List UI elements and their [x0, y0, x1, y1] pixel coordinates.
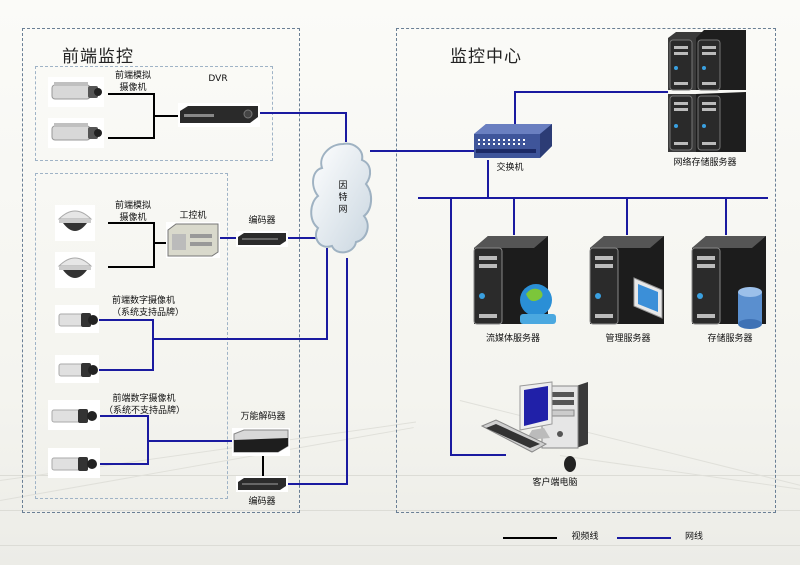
network-line	[152, 319, 154, 371]
background-line	[0, 545, 800, 546]
monitoring-center-section	[396, 28, 776, 513]
network-line	[626, 197, 628, 235]
network-line	[514, 91, 668, 93]
switch-label: 交换机	[496, 163, 524, 173]
dome-camera-icon[interactable]	[55, 205, 95, 241]
legend-video-line-swatch	[503, 537, 557, 539]
encoder-icon[interactable]	[236, 231, 288, 247]
encoder-label: 编码器	[248, 497, 276, 507]
media-server-label: 流媒体服务器	[485, 334, 540, 344]
digital-camera-icon[interactable]	[55, 305, 99, 333]
client-computer-label: 客户端电脑	[532, 478, 578, 488]
network-line	[152, 338, 328, 340]
network-line	[258, 112, 346, 114]
network-line	[514, 91, 516, 127]
network-line	[97, 415, 149, 417]
network-line	[286, 237, 316, 239]
digital-camera-icon[interactable]	[55, 355, 99, 383]
analog-camera-icon[interactable]	[48, 118, 104, 148]
network-line	[450, 454, 506, 456]
video-line	[108, 222, 154, 224]
network-line	[288, 483, 348, 485]
network-line	[97, 463, 149, 465]
network-line	[370, 150, 475, 152]
industrial-pc-label: 工控机	[179, 211, 207, 221]
network-line	[147, 440, 233, 442]
analog-camera-label: 前端模拟 摄像机	[114, 201, 151, 223]
front-monitoring-section	[22, 28, 300, 513]
network-storage-server-icon[interactable]	[664, 28, 750, 156]
encoder-label: 编码器	[248, 216, 276, 226]
network-line	[450, 197, 452, 455]
management-server-label: 管理服务器	[605, 334, 651, 344]
client-computer-icon[interactable]	[480, 380, 612, 476]
internet-label: 因 特 网	[338, 181, 348, 215]
dome-camera-icon[interactable]	[55, 252, 95, 288]
management-server-icon[interactable]	[586, 234, 672, 330]
network-line	[487, 160, 489, 198]
network-line	[326, 248, 328, 340]
storage-server-icon[interactable]	[688, 234, 774, 330]
video-line	[108, 266, 154, 268]
switch-icon[interactable]	[470, 122, 554, 162]
network-bus	[418, 197, 768, 199]
universal-decoder-label: 万能解码器	[240, 412, 286, 422]
digital-camera-icon[interactable]	[48, 400, 100, 430]
dvr-label: DVR	[208, 74, 228, 84]
video-line	[108, 137, 154, 139]
background-line	[0, 510, 800, 511]
universal-decoder-icon[interactable]	[232, 428, 290, 456]
network-storage-server-label: 网络存储服务器	[673, 158, 737, 168]
analog-camera-label: 前端模拟 摄像机	[114, 71, 151, 93]
digital-camera-supported-label: 前端数字摄像机 （系统支持品牌）	[112, 296, 185, 318]
analog-camera-icon[interactable]	[48, 77, 104, 107]
network-line	[220, 237, 238, 239]
network-line	[97, 319, 153, 321]
legend-network-line-swatch	[617, 537, 671, 539]
legend-network-line-label: 网线	[684, 532, 703, 542]
network-line	[346, 258, 348, 485]
network-line	[725, 197, 727, 235]
network-line	[97, 369, 153, 371]
camera-group	[35, 173, 228, 499]
industrial-pc-icon[interactable]	[166, 222, 220, 258]
digital-camera-unsupported-label: 前端数字摄像机 （系统不支持品牌）	[104, 394, 186, 416]
front-monitoring-title: 前端监控	[62, 47, 134, 67]
legend-video-line-label: 视频线	[571, 532, 599, 542]
video-line	[153, 222, 155, 268]
video-line	[108, 93, 154, 95]
internet-cloud-icon[interactable]	[310, 140, 376, 258]
video-line	[153, 242, 168, 244]
network-line	[513, 197, 515, 235]
video-line	[262, 455, 264, 477]
video-line	[153, 115, 181, 117]
digital-camera-icon[interactable]	[48, 448, 100, 478]
monitoring-center-title: 监控中心	[450, 47, 522, 67]
media-server-icon[interactable]	[470, 234, 560, 330]
network-line	[345, 112, 347, 142]
storage-server-label: 存储服务器	[707, 334, 753, 344]
encoder-icon[interactable]	[236, 476, 288, 492]
dvr-icon[interactable]	[178, 103, 260, 127]
background-line	[0, 475, 800, 476]
